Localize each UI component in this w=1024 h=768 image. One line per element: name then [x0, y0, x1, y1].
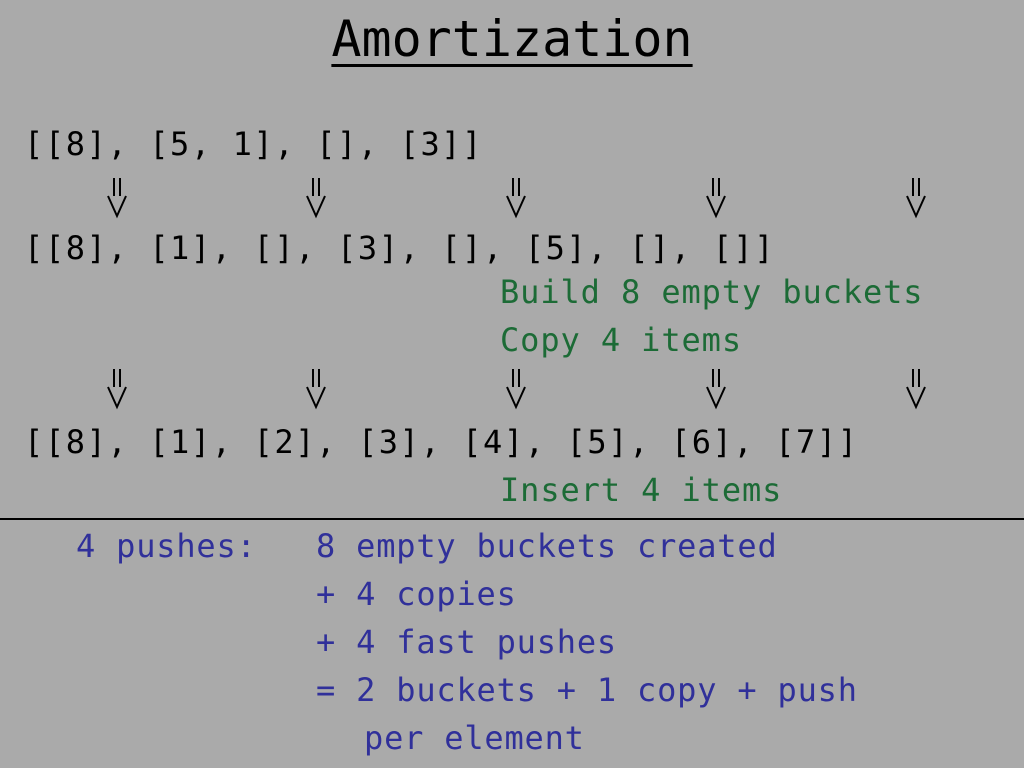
- summary-line-total: = 2 buckets + 1 copy + push: [316, 671, 858, 709]
- double-down-arrow-icon: [706, 178, 726, 219]
- summary-line-per-element: per element: [364, 719, 585, 757]
- double-down-arrow-icon: [906, 178, 926, 219]
- double-down-arrow-icon: [706, 369, 726, 410]
- summary-line-buckets: 8 empty buckets created: [316, 527, 778, 565]
- double-down-arrow-icon: [506, 178, 526, 219]
- section-divider: [0, 518, 1024, 520]
- array-filled: [[8], [1], [2], [3], [4], [5], [6], [7]]: [24, 423, 859, 461]
- double-down-arrow-icon: [506, 369, 526, 410]
- slide-title: Amortization: [331, 10, 693, 68]
- summary-line-copies: + 4 copies: [316, 575, 517, 613]
- double-down-arrow-icon: [107, 178, 127, 219]
- note-insert-items: Insert 4 items: [500, 471, 783, 509]
- note-build-buckets: Build 8 empty buckets: [500, 273, 924, 311]
- double-down-arrow-icon: [306, 369, 326, 410]
- summary-line-pushes: + 4 fast pushes: [316, 623, 617, 661]
- double-down-arrow-icon: [306, 178, 326, 219]
- array-initial: [[8], [5, 1], [], [3]]: [24, 125, 484, 163]
- array-resized: [[8], [1], [], [3], [], [5], [], []]: [24, 229, 776, 267]
- double-down-arrow-icon: [906, 369, 926, 410]
- double-down-arrow-icon: [107, 369, 127, 410]
- note-copy-items: Copy 4 items: [500, 321, 742, 359]
- summary-lead: 4 pushes:: [76, 527, 257, 565]
